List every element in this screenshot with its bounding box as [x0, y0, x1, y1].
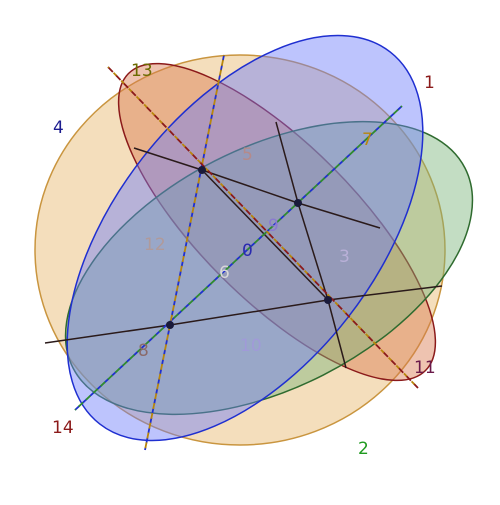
region-label-2: 2 [358, 439, 369, 459]
chord-line [169, 299, 329, 326]
vertex-point [324, 296, 332, 304]
region-label-12: 12 [144, 235, 166, 255]
region-label-1: 1 [424, 73, 435, 93]
dashed-line-red [107, 66, 419, 389]
chord-line [327, 299, 347, 369]
dashed-line-vertical [144, 54, 225, 451]
region-label-6: 6 [219, 263, 230, 283]
ellipse-blue [66, 34, 424, 442]
chord-line [297, 202, 381, 229]
vertex-point [166, 321, 174, 329]
region-label-14: 14 [52, 418, 74, 438]
region-label-11: 11 [414, 358, 436, 378]
dashed-lines [74, 54, 419, 451]
region-label-7: 7 [362, 130, 373, 150]
region-label-0: 0 [242, 241, 253, 261]
chord-line [201, 169, 329, 301]
chord-line [44, 324, 171, 344]
chord-line [201, 169, 299, 204]
chord-line [327, 285, 443, 301]
vertex-point [198, 166, 206, 174]
region-label-3: 3 [339, 247, 350, 267]
chord-line [297, 202, 329, 301]
region-label-10: 10 [240, 336, 262, 356]
ellipse-yellow [34, 54, 446, 446]
outer-labels: 1 2 4 11 13 14 [52, 61, 436, 459]
inner-labels: 0 3 5 6 7 8 9 10 12 [138, 130, 373, 361]
region-label-4: 4 [53, 118, 64, 138]
region-label-5: 5 [242, 145, 253, 165]
vertex-layer [166, 166, 332, 329]
dashed-line-red [107, 66, 419, 389]
region-label-8: 8 [138, 341, 149, 361]
chord-layer [44, 121, 443, 369]
region-label-9: 9 [268, 216, 279, 236]
chord-line [133, 147, 203, 171]
dashed-line-diagonal [74, 105, 403, 411]
region-label-13: 13 [131, 61, 153, 81]
chord-line [275, 121, 299, 204]
vertex-point [294, 199, 302, 207]
